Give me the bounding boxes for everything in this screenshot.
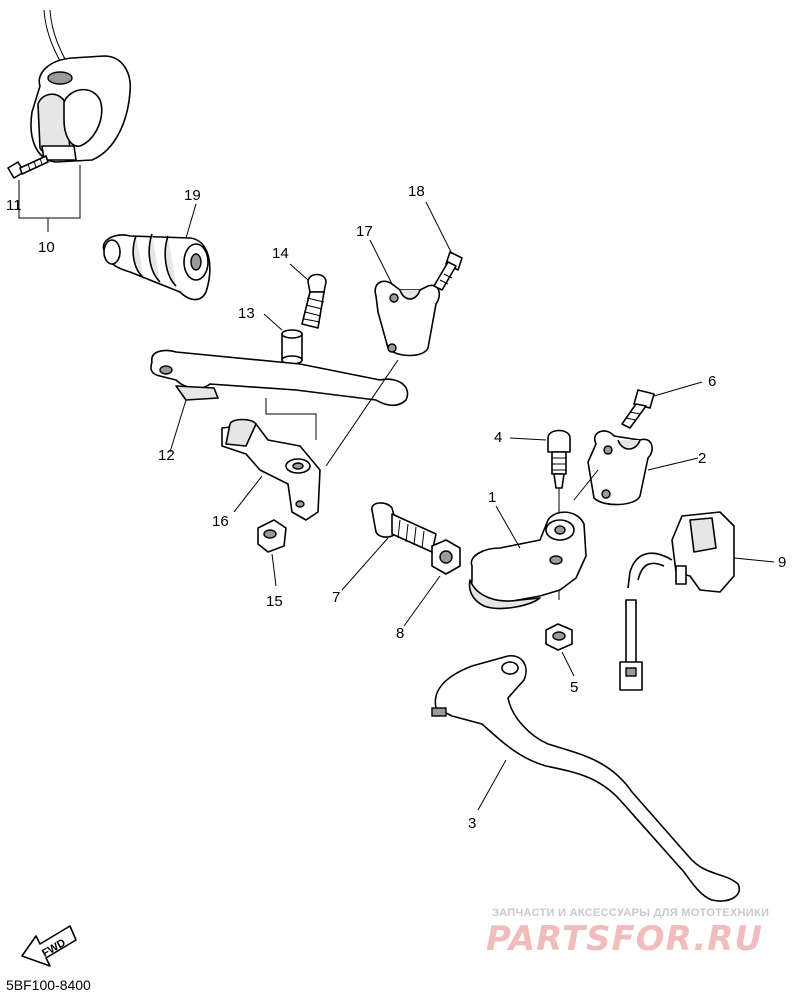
callout-18: 18 (408, 183, 425, 200)
fwd-arrow-icon: FWD (21, 925, 77, 967)
guide-12-16 (265, 398, 317, 440)
part-11-screw (7, 155, 49, 179)
leader-1 (495, 505, 521, 549)
part-6-bolt (621, 389, 655, 429)
callout-16: 16 (212, 513, 229, 530)
leader-12 (169, 399, 187, 453)
leader-9 (733, 557, 775, 563)
callout-2: 2 (698, 450, 706, 467)
part-1-lever-bracket (468, 511, 587, 610)
callout-15: 15 (266, 593, 283, 610)
callout-9: 9 (778, 554, 786, 571)
leader-15 (271, 553, 277, 587)
leader-16 (233, 475, 263, 513)
part-14-screw (301, 273, 327, 329)
callout-14: 14 (272, 245, 289, 262)
watermark-tagline: ЗАПЧАСТИ И АКСЕССУАРЫ ДЛЯ МОТОТЕХНИКИ (492, 907, 769, 919)
fwd-label: FWD (40, 937, 68, 960)
leader-7 (341, 537, 389, 591)
callout-7: 7 (332, 589, 340, 606)
part-8-locknut (431, 539, 461, 575)
leader-19 (185, 203, 197, 239)
leader-6 (653, 381, 703, 397)
leader-3 (477, 759, 507, 811)
leader-2 (647, 457, 699, 471)
callout-17: 17 (356, 223, 373, 240)
part-12-lever (150, 349, 409, 407)
callout-3: 3 (468, 815, 476, 832)
callout-8: 8 (396, 625, 404, 642)
part-3-lever (431, 655, 741, 902)
drawing-code: 5BF100-8400 (6, 977, 91, 993)
part-7-adjuster (371, 502, 437, 553)
callout-10: 10 (38, 239, 55, 256)
leader-13 (263, 313, 283, 331)
callout-11: 11 (6, 197, 22, 214)
part-4-bolt (547, 429, 571, 489)
callout-1: 1 (488, 489, 496, 506)
leader-8 (403, 575, 441, 627)
part-13-collar (281, 329, 303, 365)
guide-17-16 (325, 359, 399, 467)
part-9-switch (619, 511, 735, 691)
leader-5 (561, 651, 575, 677)
leader-18 (425, 201, 453, 255)
part-16-bracket (221, 418, 321, 521)
callout-4: 4 (494, 429, 502, 446)
leader-14 (289, 263, 309, 281)
callout-5: 5 (570, 679, 578, 696)
part-5-nut (545, 623, 573, 651)
part-18-bolt (433, 251, 463, 291)
leader-4 (509, 437, 547, 441)
leader-17 (369, 239, 393, 285)
part-19-adjuster-sleeve (102, 233, 211, 301)
watermark-brand: PARTSFOR.RU (486, 919, 763, 959)
callout-6: 6 (708, 373, 716, 390)
bracket-10-11 (18, 165, 81, 219)
callout-19: 19 (184, 187, 201, 204)
part-15-nut (257, 519, 287, 553)
part-17-holder (374, 280, 441, 357)
callout-12: 12 (158, 447, 175, 464)
part-10-switch-housing (30, 9, 131, 163)
part-2-holder (587, 430, 653, 506)
guide-2-1 (573, 469, 599, 501)
callout-13: 13 (238, 305, 255, 322)
